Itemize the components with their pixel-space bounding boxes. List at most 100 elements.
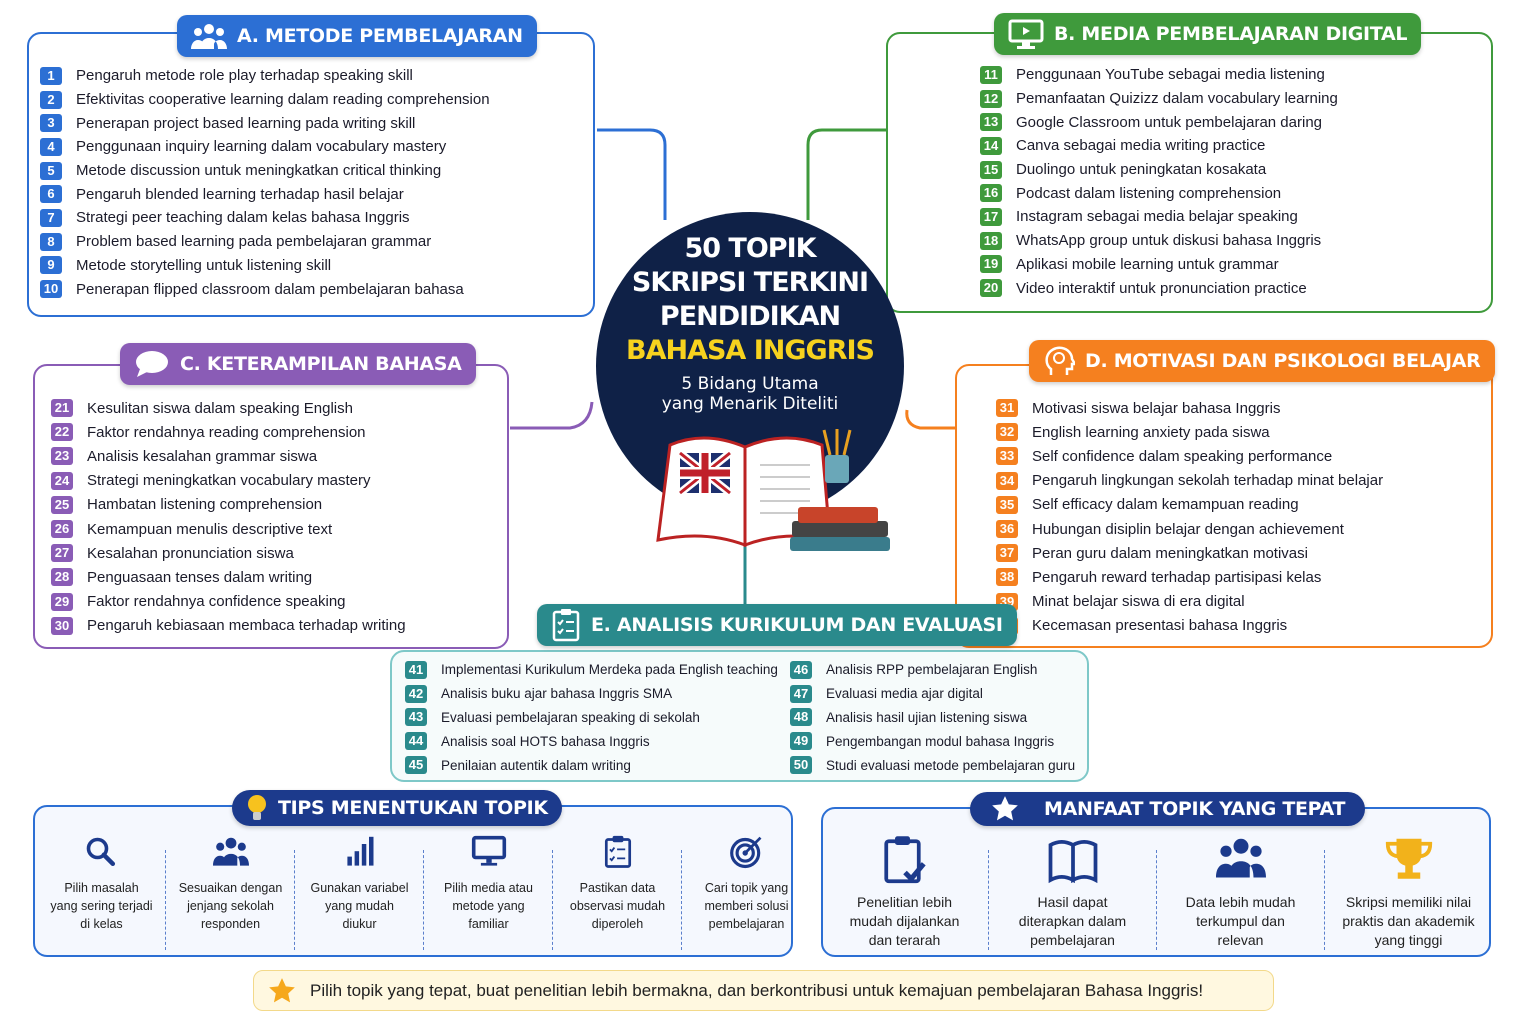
tip-text-line: metode yang: [452, 899, 525, 913]
topic-text: Penguasaan tenses dalam writing: [87, 568, 313, 586]
topic-text: Strategi meningkatkan vocabulary mastery: [87, 472, 371, 490]
tip-text-line: yang tinggi: [1374, 932, 1443, 948]
section-e-title: E. ANALISIS KURIKULUM DAN EVALUASI: [591, 614, 1003, 636]
topic-number-badge: 15: [980, 160, 1002, 179]
tip-text-line: diterapkan dalam: [1018, 913, 1127, 929]
topic-number-badge: 45: [405, 756, 427, 775]
topic-text: Kecemasan presentasi bahasa Inggris: [1032, 617, 1288, 635]
topic-text: Motivasi siswa belajar bahasa Inggris: [1032, 399, 1281, 417]
center-sub1: 5 Bidang Utama: [681, 374, 819, 394]
tip-text-line: pembelajaran: [708, 917, 785, 931]
tip-text-line: observasi mudah: [569, 899, 666, 913]
monitor-icon: [471, 835, 506, 866]
topic-text: Strategi peer teaching dalam kelas bahas…: [76, 209, 410, 227]
section-a-box: [27, 32, 595, 317]
topic-text: Duolingo untuk peningkatan kosakata: [1016, 161, 1267, 179]
tip-text-line: Pastikan data: [579, 881, 656, 895]
section-d-header: D. MOTIVASI DAN PSIKOLOGI BELAJAR: [1029, 340, 1495, 382]
topic-text: Implementasi Kurikulum Merdeka pada Engl…: [441, 662, 778, 678]
topic-text: Penerapan project based learning pada wr…: [76, 114, 416, 132]
topic-number-badge: 20: [980, 279, 1002, 298]
target-icon: [729, 836, 761, 869]
clipboard-check-icon: [883, 836, 926, 884]
topic-number-badge: 36: [996, 520, 1018, 539]
topic-item: 11 Penggunaan YouTube sebagai media liste…: [980, 63, 1338, 87]
tip-text-line: memberi solusi: [704, 899, 789, 913]
section-b-list: 11 Penggunaan YouTube sebagai media liste…: [980, 63, 1338, 300]
topic-text: Self confidence dalam speaking performan…: [1032, 447, 1333, 465]
topic-text: Pengembangan modul bahasa Inggris: [826, 733, 1055, 749]
topic-number-badge: 46: [790, 660, 812, 679]
topic-number-badge: 32: [996, 423, 1018, 442]
topic-text: Kesalahan pronunciation siswa: [87, 544, 294, 562]
topic-number-badge: 21: [51, 399, 73, 418]
center-title-circle: 50 TOPIK SKRIPSI TERKINI PENDIDIKAN BAHA…: [596, 212, 904, 520]
topic-text: Metode storytelling untuk listening skil…: [76, 256, 332, 274]
topic-number-badge: 18: [980, 231, 1002, 250]
topic-number-badge: 17: [980, 207, 1002, 226]
center-sub2: yang Menarik Diteliti: [661, 394, 839, 414]
topic-text: Pengaruh lingkungan sekolah terhadap min…: [1032, 472, 1384, 490]
tip-text-line: Hasil dapat: [1037, 894, 1108, 910]
tip-text-line: Penelitian lebih: [857, 894, 952, 910]
topic-text: Studi evaluasi metode pembelajaran guru: [826, 757, 1076, 773]
topic-number-badge: 28: [51, 568, 73, 587]
star-icon: [269, 977, 295, 1002]
section-d-title: D. MOTIVASI DAN PSIKOLOGI BELAJAR: [1085, 350, 1481, 372]
topic-number-badge: 11: [980, 65, 1002, 84]
topic-number-badge: 27: [51, 544, 73, 563]
section-b-header: B. MEDIA PEMBELAJARAN DIGITAL: [994, 13, 1422, 55]
footer-banner: Pilih topik yang tepat, buat penelitian …: [253, 970, 1274, 1011]
trophy-icon: [1385, 838, 1432, 879]
topic-number-badge: 42: [405, 684, 427, 703]
topic-item: 46 Analisis RPP pembelajaran English: [790, 658, 1075, 682]
tip-text-line: di kelas: [80, 917, 123, 931]
topic-number-badge: 29: [51, 592, 73, 611]
tips-box: [33, 805, 793, 957]
topic-item: 15 Duolingo untuk peningkatan kosakata: [980, 158, 1338, 182]
topic-text: Pengaruh reward terhadap partisipasi kel…: [1032, 568, 1322, 586]
topic-number-badge: 10: [40, 280, 62, 299]
topic-text: Self efficacy dalam kemampuan reading: [1032, 496, 1299, 514]
topic-text: Pengaruh blended learning terhadap hasil…: [76, 185, 404, 203]
tip-text-line: Pilih media atau: [444, 881, 533, 895]
topic-text: Analisis RPP pembelajaran English: [826, 662, 1038, 678]
divider: [294, 850, 295, 950]
topic-number-badge: 33: [996, 447, 1018, 466]
tip-text-line: relevan: [1217, 932, 1264, 948]
tip-text-line: diukur: [342, 917, 377, 931]
topic-number-badge: 5: [40, 161, 62, 180]
tip-text-line: pembelajaran: [1030, 932, 1115, 948]
topic-item: 28 Penguasaan tenses dalam writing: [51, 565, 406, 589]
topic-number-badge: 24: [51, 471, 73, 490]
topic-text: Pengaruh metode role play terhadap speak…: [76, 67, 413, 85]
tip-text-line: dan terarah: [868, 932, 941, 948]
section-b-title: B. MEDIA PEMBELAJARAN DIGITAL: [1054, 23, 1408, 45]
divider: [1324, 850, 1325, 950]
divider: [988, 850, 989, 950]
footer-text: Pilih topik yang tepat, buat penelitian …: [310, 980, 1204, 1000]
topic-text: Penggunaan YouTube sebagai media listeni…: [1016, 66, 1325, 84]
topic-number-badge: 25: [51, 495, 73, 514]
section-c-title: C. KETERAMPILAN BAHASA: [180, 353, 462, 375]
